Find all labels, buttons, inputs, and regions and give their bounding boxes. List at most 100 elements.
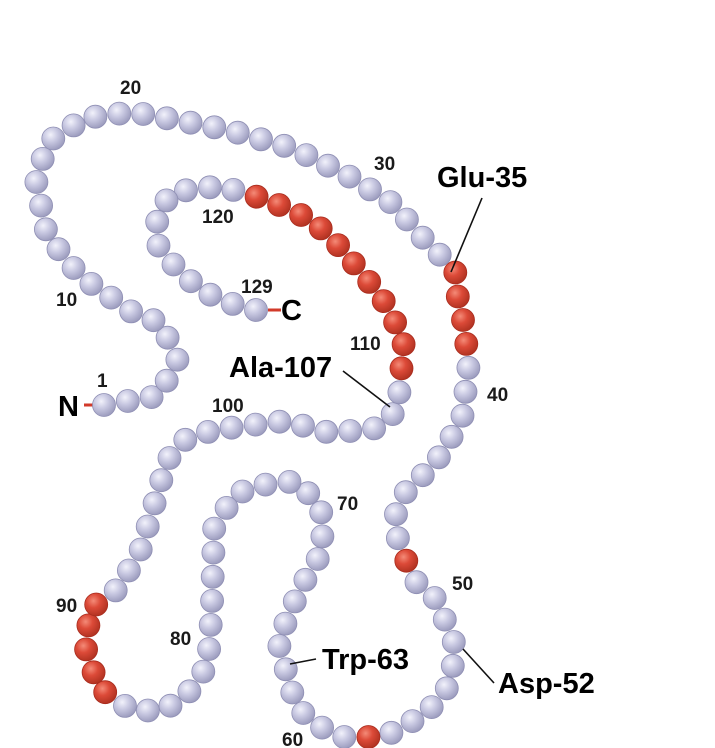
highlighted-residue-bead (341, 251, 366, 276)
residue-bead (131, 102, 156, 126)
residue-bead (305, 547, 330, 571)
residue-bead (154, 368, 179, 393)
residue-bead (272, 133, 297, 158)
highlighted-residue-bead (357, 269, 382, 294)
residue-bead (310, 524, 335, 549)
trp63-pointer (289, 658, 317, 665)
highlighted-residue-bead (451, 308, 475, 332)
ala107-pointer (342, 370, 391, 408)
residue-bead (387, 380, 412, 405)
residue-beads (24, 101, 481, 748)
residue-bead (378, 190, 403, 215)
n-terminus-label: N (58, 391, 79, 423)
residue-bead (200, 589, 225, 613)
highlighted-residue-bead (289, 203, 314, 227)
residue-bead (201, 540, 226, 565)
residue-bead (332, 725, 357, 748)
residue-bead (79, 271, 104, 296)
residue-number-60: 60 (282, 730, 303, 748)
highlighted-residue-bead (443, 260, 468, 285)
residue-bead (198, 613, 223, 637)
residue-bead (30, 146, 55, 171)
highlighted-residue-bead (394, 548, 419, 573)
residue-bead (178, 110, 203, 135)
residue-bead (61, 113, 86, 138)
residue-bead (178, 269, 203, 294)
residue-number-10: 10 (56, 290, 77, 311)
residue-bead (149, 468, 174, 493)
residue-number-100: 100 (212, 396, 244, 417)
residue-bead (400, 709, 425, 733)
residue-bead (427, 242, 452, 267)
highlighted-residue-bead (74, 637, 98, 662)
residue-bead (61, 256, 86, 280)
residue-bead (393, 480, 418, 505)
asp52-label: Asp-52 (498, 668, 595, 700)
residue-bead (310, 715, 335, 740)
glu35-label: Glu-35 (437, 162, 527, 194)
residue-bead (128, 537, 153, 562)
residue-number-120: 120 (202, 207, 234, 228)
residue-bead (379, 720, 404, 745)
residue-bead (197, 637, 222, 661)
residue-bead (113, 694, 137, 718)
residue-bead (453, 379, 478, 404)
residue-number-40: 40 (487, 385, 508, 406)
residue-bead (296, 481, 321, 506)
residue-bead (280, 680, 305, 705)
residue-number-90: 90 (56, 596, 77, 617)
residue-bead (107, 101, 132, 126)
residue-bead (380, 402, 405, 427)
residue-bead (384, 502, 408, 527)
highlighted-residue-bead (356, 725, 381, 748)
residue-bead (24, 170, 49, 194)
residue-bead (34, 217, 58, 242)
residue-bead (115, 389, 140, 413)
residue-bead (154, 106, 179, 131)
residue-bead (440, 653, 465, 678)
highlighted-residue-bead (244, 184, 269, 209)
residue-bead (41, 126, 66, 151)
residue-number-110: 110 (350, 334, 381, 355)
residue-bead (46, 237, 71, 262)
residue-bead (337, 164, 362, 189)
residue-bead (426, 445, 451, 470)
residue-number-20: 20 (120, 78, 141, 99)
trp63-label: Trp-63 (322, 644, 409, 676)
residue-number-50: 50 (452, 574, 473, 595)
residue-bead (165, 347, 190, 372)
residue-bead (191, 659, 216, 684)
residue-number-30: 30 (374, 154, 395, 175)
highlighted-residue-bead (445, 284, 470, 309)
residue-bead (173, 427, 198, 452)
residue-bead (244, 298, 268, 322)
highlighted-residue-bead (93, 680, 118, 705)
residue-bead (196, 419, 220, 444)
residue-bead (243, 412, 268, 437)
highlighted-residue-bead (84, 592, 109, 617)
residue-number-80: 80 (170, 629, 191, 650)
residue-bead (450, 403, 475, 428)
residue-bead (456, 355, 481, 380)
residue-bead (219, 415, 244, 440)
residue-bead (282, 589, 307, 614)
residue-bead (291, 413, 315, 438)
residue-bead (221, 177, 246, 202)
c-terminus-label: C (281, 295, 302, 327)
residue-bead (253, 472, 278, 497)
highlighted-residue-bead (326, 233, 351, 258)
residue-number-1: 1 (97, 371, 108, 392)
residue-bead (200, 564, 225, 589)
highlighted-residue-bead (454, 331, 479, 356)
residue-bead (119, 299, 144, 324)
residue-bead (410, 463, 435, 488)
residue-bead (220, 291, 245, 316)
residue-bead (177, 679, 202, 704)
residue-bead (422, 586, 447, 610)
residue-bead (202, 516, 227, 541)
residue-bead (154, 188, 179, 213)
residue-bead (419, 695, 444, 719)
residue-bead (434, 676, 459, 701)
residue-bead (99, 285, 124, 310)
highlighted-residue-bead (76, 613, 101, 638)
